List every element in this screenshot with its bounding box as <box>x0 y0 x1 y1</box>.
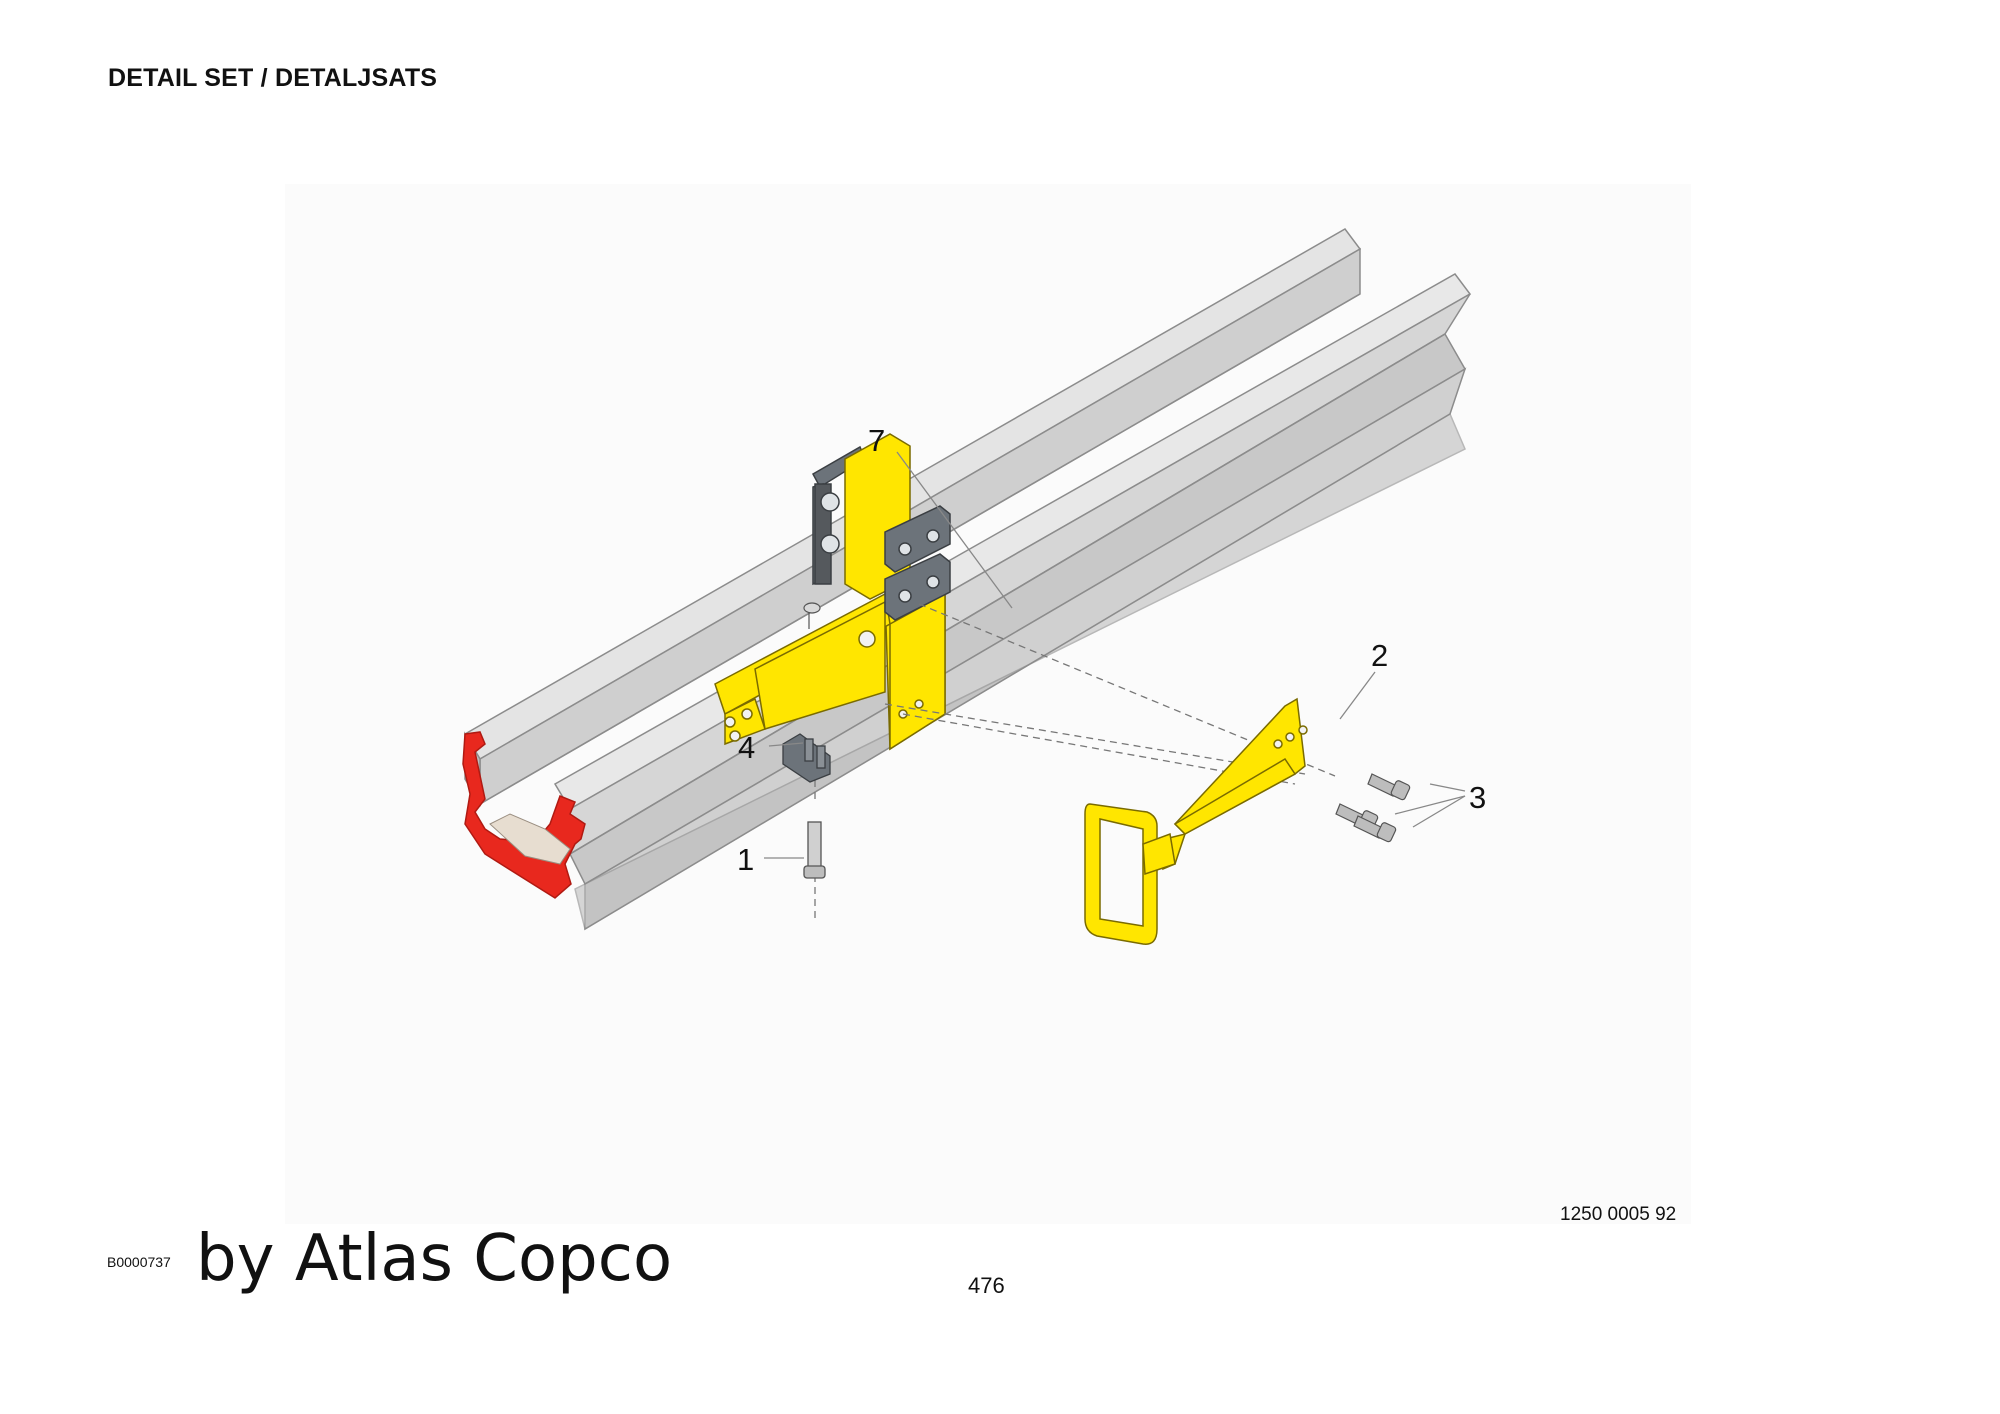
drawing-number: 1250 0005 92 <box>1560 1204 1677 1225</box>
callout-3: 3 <box>1469 780 1486 815</box>
handle-item-2 <box>1084 697 1308 945</box>
rail-cross-section-insert <box>489 813 571 865</box>
rail-beam <box>463 228 1472 931</box>
page-title: DETAIL SET / DETALJSATS <box>108 64 438 92</box>
page-number: 476 <box>968 1273 1005 1298</box>
screw-item-7 <box>803 602 821 629</box>
cable-clamp-left <box>811 445 866 586</box>
bolt-item-1 <box>803 821 826 879</box>
exploded-parts-drawing: 7 2 4 3 1 <box>285 184 1691 1224</box>
cable-clamp-right <box>884 505 951 621</box>
bolts-item-3 <box>1335 773 1411 843</box>
clamp-item-4 <box>782 733 831 783</box>
callout-7: 7 <box>868 423 885 458</box>
callout-4: 4 <box>738 730 755 765</box>
callout-2: 2 <box>1371 638 1388 673</box>
brand-signature: by Atlas Copco <box>196 1222 673 1296</box>
leader-lines <box>764 451 1466 859</box>
callout-1: 1 <box>737 842 754 877</box>
parts-illustration: 7 2 4 3 1 <box>462 228 1486 945</box>
document-code: B0000737 <box>107 1254 171 1270</box>
